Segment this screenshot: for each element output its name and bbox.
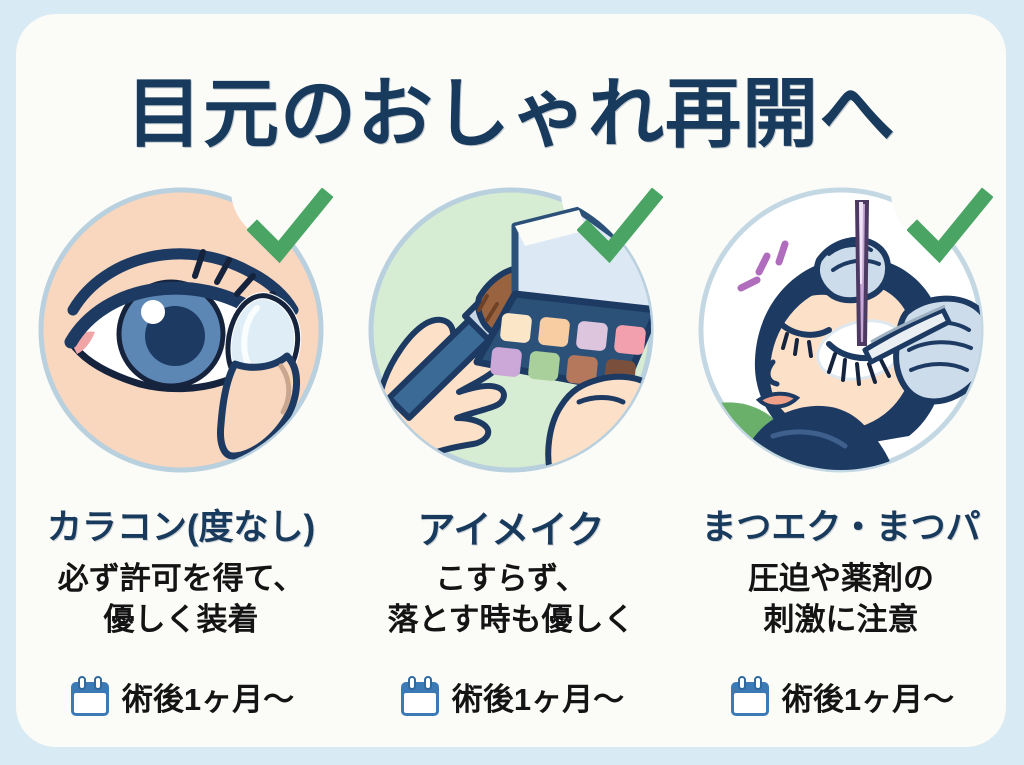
calendar-icon bbox=[70, 675, 109, 716]
illustration-wrap-makeup bbox=[365, 184, 663, 476]
green-check-icon bbox=[247, 188, 333, 264]
panel-lash-extensions: まつエク・まつパ 圧迫や薬剤の 刺激に注意 術後1ヶ月〜 bbox=[676, 184, 1006, 744]
eye-with-contact-lens-illustration bbox=[38, 184, 327, 473]
infographic-card: 目元のおしゃれ再開へ bbox=[16, 14, 1006, 747]
panel-heading-contacts: カラコン(度なし) bbox=[46, 508, 316, 547]
desc-line-1: こすらず、 bbox=[435, 561, 587, 596]
timing-row-makeup: 術後1ヶ月〜 bbox=[346, 674, 676, 719]
calendar-icon bbox=[400, 675, 439, 716]
panel-colored-contacts: カラコン(度なし) 必ず許可を得て、 優しく装着 術後1ヶ月〜 bbox=[16, 184, 346, 744]
illustration-wrap-contacts bbox=[35, 184, 333, 476]
panel-description-lash: 圧迫や薬剤の 刺激に注意 bbox=[676, 559, 1006, 641]
desc-line-2: 優しく装着 bbox=[103, 601, 259, 637]
timing-row-lash: 術後1ヶ月〜 bbox=[676, 674, 1006, 719]
panel-heading-makeup: アイメイク bbox=[417, 510, 605, 552]
panel-description-makeup: こすらず、 落とす時も優しく bbox=[346, 559, 676, 641]
makeup-palette-illustration bbox=[368, 184, 657, 473]
green-check-icon bbox=[577, 188, 663, 264]
desc-line-2: 刺激に注意 bbox=[763, 601, 919, 637]
timing-text-lash: 術後1ヶ月〜 bbox=[781, 682, 955, 717]
green-check-icon bbox=[907, 188, 993, 264]
lash-extension-illustration bbox=[698, 184, 987, 473]
timing-text-contacts: 術後1ヶ月〜 bbox=[121, 682, 295, 717]
timing-row-contacts: 術後1ヶ月〜 bbox=[16, 674, 346, 719]
desc-line-1: 必ず許可を得て、 bbox=[57, 561, 305, 596]
calendar-icon bbox=[730, 675, 769, 716]
desc-line-1: 圧迫や薬剤の bbox=[748, 561, 934, 596]
panel-heading-lash: まつエク・まつパ bbox=[701, 508, 981, 547]
page-title: 目元のおしゃれ再開へ bbox=[126, 72, 896, 157]
panel-eye-makeup: アイメイク こすらず、 落とす時も優しく 術後1ヶ月〜 bbox=[346, 184, 676, 744]
timing-text-makeup: 術後1ヶ月〜 bbox=[451, 682, 625, 717]
desc-line-2: 落とす時も優しく bbox=[387, 601, 635, 637]
panel-list: カラコン(度なし) 必ず許可を得て、 優しく装着 術後1ヶ月〜 bbox=[16, 184, 1006, 744]
illustration-wrap-lash bbox=[695, 184, 993, 476]
panel-description-contacts: 必ず許可を得て、 優しく装着 bbox=[16, 559, 346, 641]
